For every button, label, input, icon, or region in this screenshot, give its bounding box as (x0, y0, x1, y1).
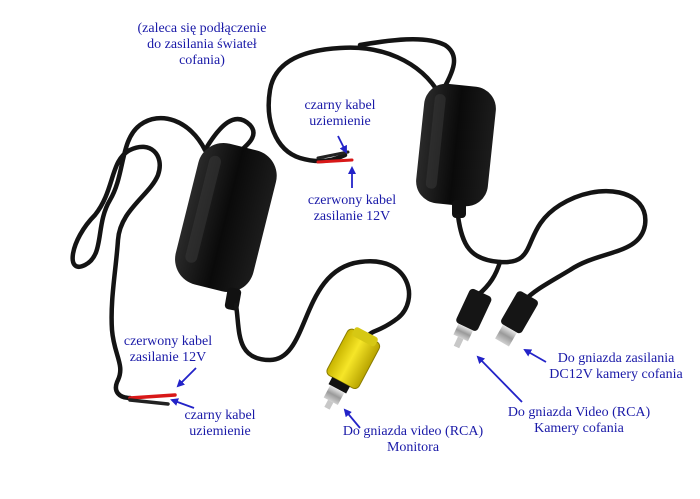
left-black-wire-label: czarny kabel uziemienie (184, 408, 256, 439)
rca-monitor-plug (323, 327, 381, 410)
rca-camera-label: Do gniazda Video (RCA) Kamery cofania (507, 405, 651, 436)
arrow-rca-monitor (343, 408, 361, 429)
arrow-left-black (170, 398, 195, 409)
arrow-dc-power (523, 349, 547, 363)
note-label: (zaleca się podłączenie do zasilania świ… (137, 21, 267, 68)
dc-power-label: Do gniazda zasilania DC12V kamery cofani… (549, 351, 683, 382)
dc-power-plug (495, 291, 538, 347)
left-module-body (175, 142, 277, 292)
right-module-body (416, 83, 496, 207)
rca-camera-plug (453, 288, 492, 349)
top-red-wire-label: czerwony kabel zasilanie 12V (307, 193, 397, 224)
arrow-top-black (337, 135, 347, 154)
right-power-cable (266, 45, 443, 164)
left-power-cable (70, 115, 208, 401)
left-video-cable (233, 259, 412, 363)
annotation-arrows (170, 135, 547, 429)
top-black-wire-label: czarny kabel uziemienie (304, 98, 376, 129)
left-module (70, 115, 412, 410)
right-module (266, 36, 648, 349)
left-red-wire (128, 393, 177, 400)
top-red-wire (316, 158, 354, 164)
rca-monitor-label: Do gniazda video (RCA) Monitora (342, 424, 484, 455)
left-red-wire-label: czerwony kabel zasilanie 12V (123, 334, 213, 365)
arrow-left-red (176, 367, 197, 388)
left-black-wire (128, 398, 170, 406)
arrow-rca-camera (476, 355, 523, 403)
